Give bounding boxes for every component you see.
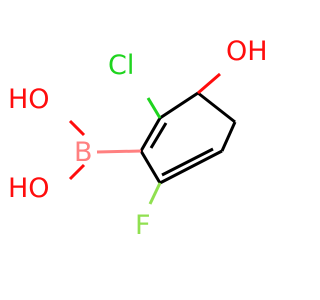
- bond-b-o-top: [68, 119, 86, 137]
- bond-c1-b: [96, 149, 142, 154]
- bond-c1-c2-inner: [149, 122, 168, 149]
- atom-hydroxyl-boron-bottom: HO: [8, 173, 50, 204]
- bond-c3-c4: [197, 91, 236, 124]
- atom-fluorine: F: [135, 210, 151, 241]
- bond-c5-c6-inner: [161, 147, 214, 177]
- bond-c3-o: [197, 72, 221, 95]
- bond-c2-cl: [146, 97, 162, 119]
- atom-chlorine: Cl: [108, 50, 134, 81]
- structure-canvas: Cl OH HO B HO F: [8, 36, 268, 241]
- atom-boron: B: [74, 137, 93, 168]
- atom-hydroxyl-ring: OH: [226, 36, 268, 67]
- bond-c1-c2: [139, 117, 162, 152]
- atom-hydroxyl-boron-top: HO: [8, 84, 50, 115]
- bond-b-o-bottom: [68, 163, 86, 181]
- bond-c4-c5: [220, 121, 237, 152]
- bond-c2-c3: [159, 91, 199, 120]
- bond-c6-c1: [139, 150, 162, 184]
- bond-c6-f: [148, 182, 162, 205]
- bond-c5-c6: [159, 149, 223, 185]
- molecule-diagram: Cl OH HO B HO F: [8, 36, 268, 241]
